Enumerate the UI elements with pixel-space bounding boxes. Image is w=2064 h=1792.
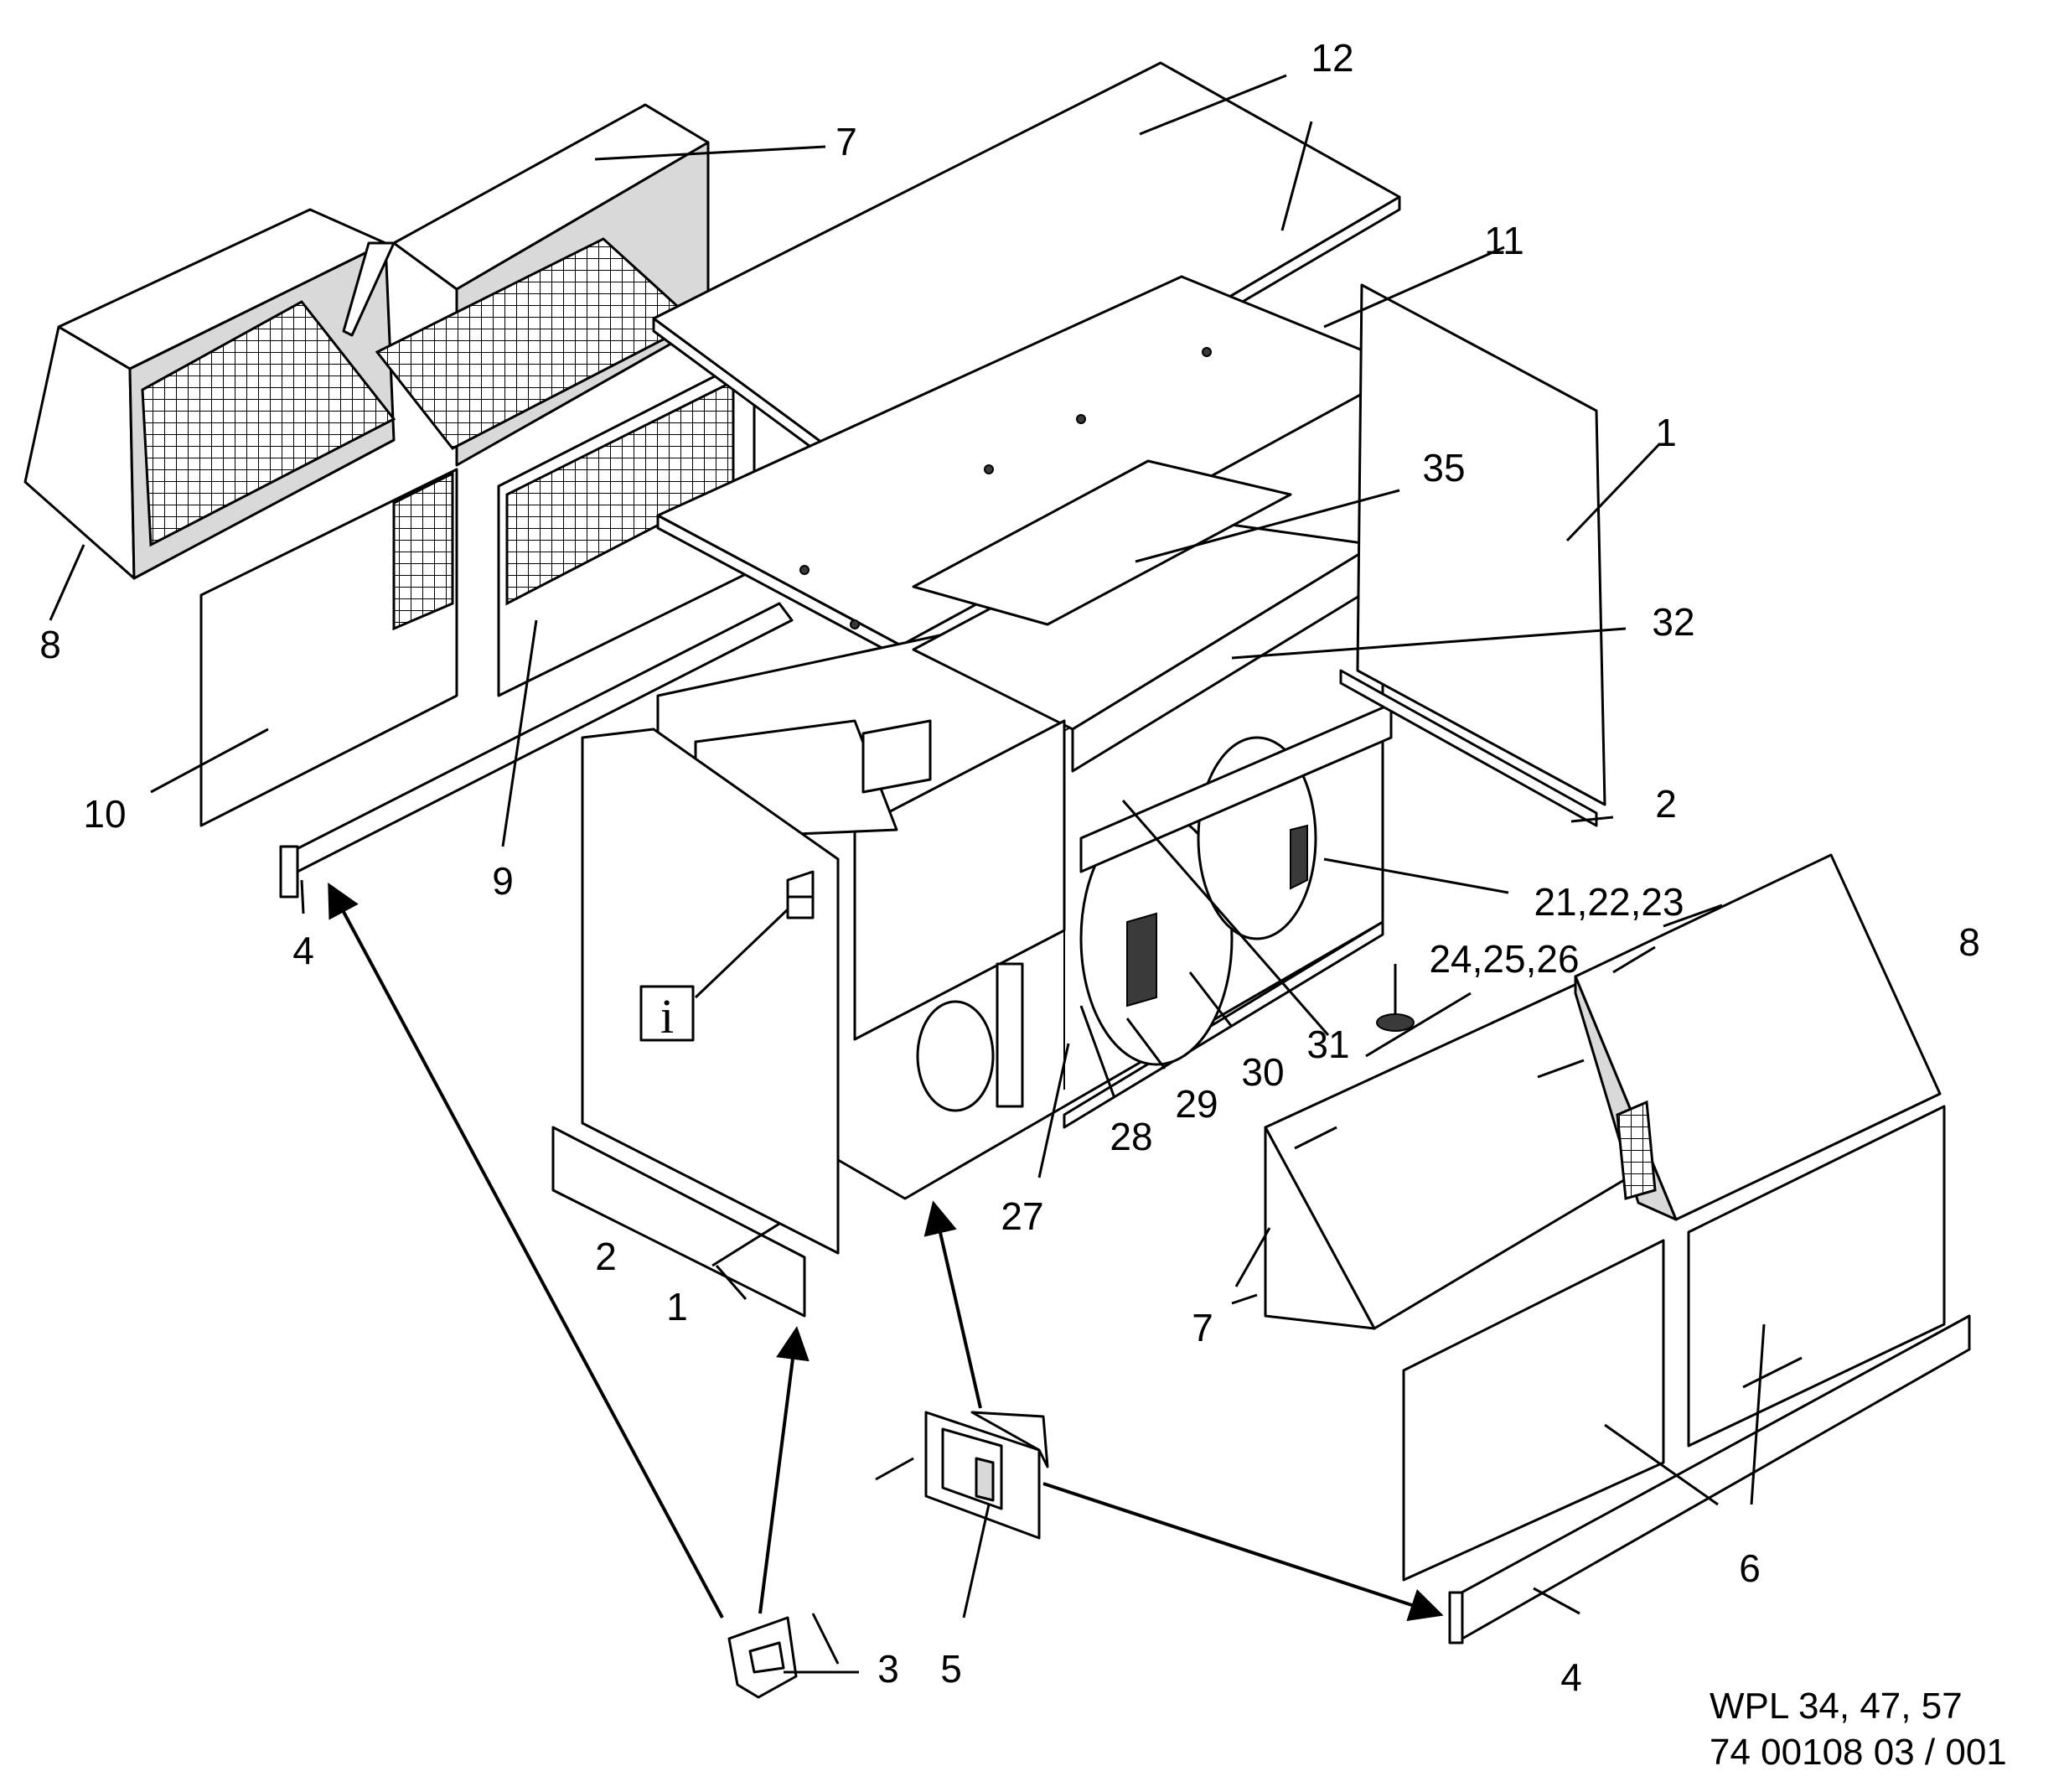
callout-30: 30 [1241, 1050, 1284, 1094]
callout-7-top: 7 [835, 120, 857, 163]
callout-31: 31 [1306, 1023, 1349, 1066]
side-panel-right-left [1402, 1239, 1665, 1582]
base-rail-4-left [279, 602, 794, 899]
callout-1-front: 1 [666, 1285, 688, 1328]
callout-2-right: 2 [1655, 782, 1677, 826]
reference-number: 74 00108 03 / 001 [1710, 1732, 2007, 1773]
assembly-arrows [328, 882, 1444, 1621]
grille-panel-10 [199, 468, 458, 827]
info-symbol: i [660, 989, 674, 1044]
callout-4-left: 4 [292, 929, 314, 972]
info-symbol-box: i [639, 985, 695, 1044]
callout-2-front: 2 [595, 1235, 617, 1278]
callout-1-right: 1 [1655, 411, 1677, 454]
callout-24-25-26: 24,25,26 [1429, 937, 1579, 981]
air-hood-7-top [342, 103, 710, 467]
callout-7-right: 7 [1192, 1306, 1213, 1349]
base-rail-4-right [1448, 1314, 1971, 1644]
callout-27: 27 [1001, 1194, 1043, 1238]
callout-21-22-23: 21,22,23 [1534, 880, 1684, 924]
callout-12: 12 [1311, 36, 1353, 80]
air-hood-8-left [23, 208, 396, 580]
callout-29: 29 [1175, 1082, 1218, 1126]
bracket-5 [924, 1411, 1049, 1540]
callout-4-right: 4 [1560, 1655, 1582, 1699]
callout-11: 11 [1484, 219, 1524, 262]
compressor-section [694, 719, 1066, 1112]
callout-32: 32 [1652, 600, 1694, 644]
callout-8-right: 8 [1958, 920, 1980, 964]
adjustable-foot [1376, 964, 1415, 1032]
fan-assembly [1079, 702, 1393, 1066]
evaporator-block [912, 459, 1376, 773]
callout-28: 28 [1110, 1115, 1152, 1158]
air-hood-8-right [1574, 853, 1942, 1221]
callout-6: 6 [1739, 1546, 1761, 1590]
callout-3: 3 [877, 1647, 899, 1691]
drawing-reference: WPL 34, 47, 57 74 00108 03 / 001 [1710, 1686, 2007, 1773]
front-panel-1 [581, 728, 840, 1255]
callout-numbers: 12 7 11 1 35 32 8 10 9 2 4 21,22,23 24,2… [39, 36, 1980, 1699]
leader-lines [49, 74, 1803, 1674]
callout-10: 10 [83, 792, 126, 836]
callout-9: 9 [492, 859, 514, 903]
callout-35: 35 [1422, 446, 1465, 489]
side-panel-1-back [1339, 283, 1606, 827]
reference-model: WPL 34, 47, 57 [1710, 1686, 1963, 1727]
callout-8-left: 8 [39, 623, 61, 666]
clip-3 [727, 1616, 798, 1699]
base-strip-2-front [551, 1126, 806, 1318]
side-panel-6 [1687, 1105, 1946, 1448]
callout-5: 5 [940, 1647, 962, 1691]
